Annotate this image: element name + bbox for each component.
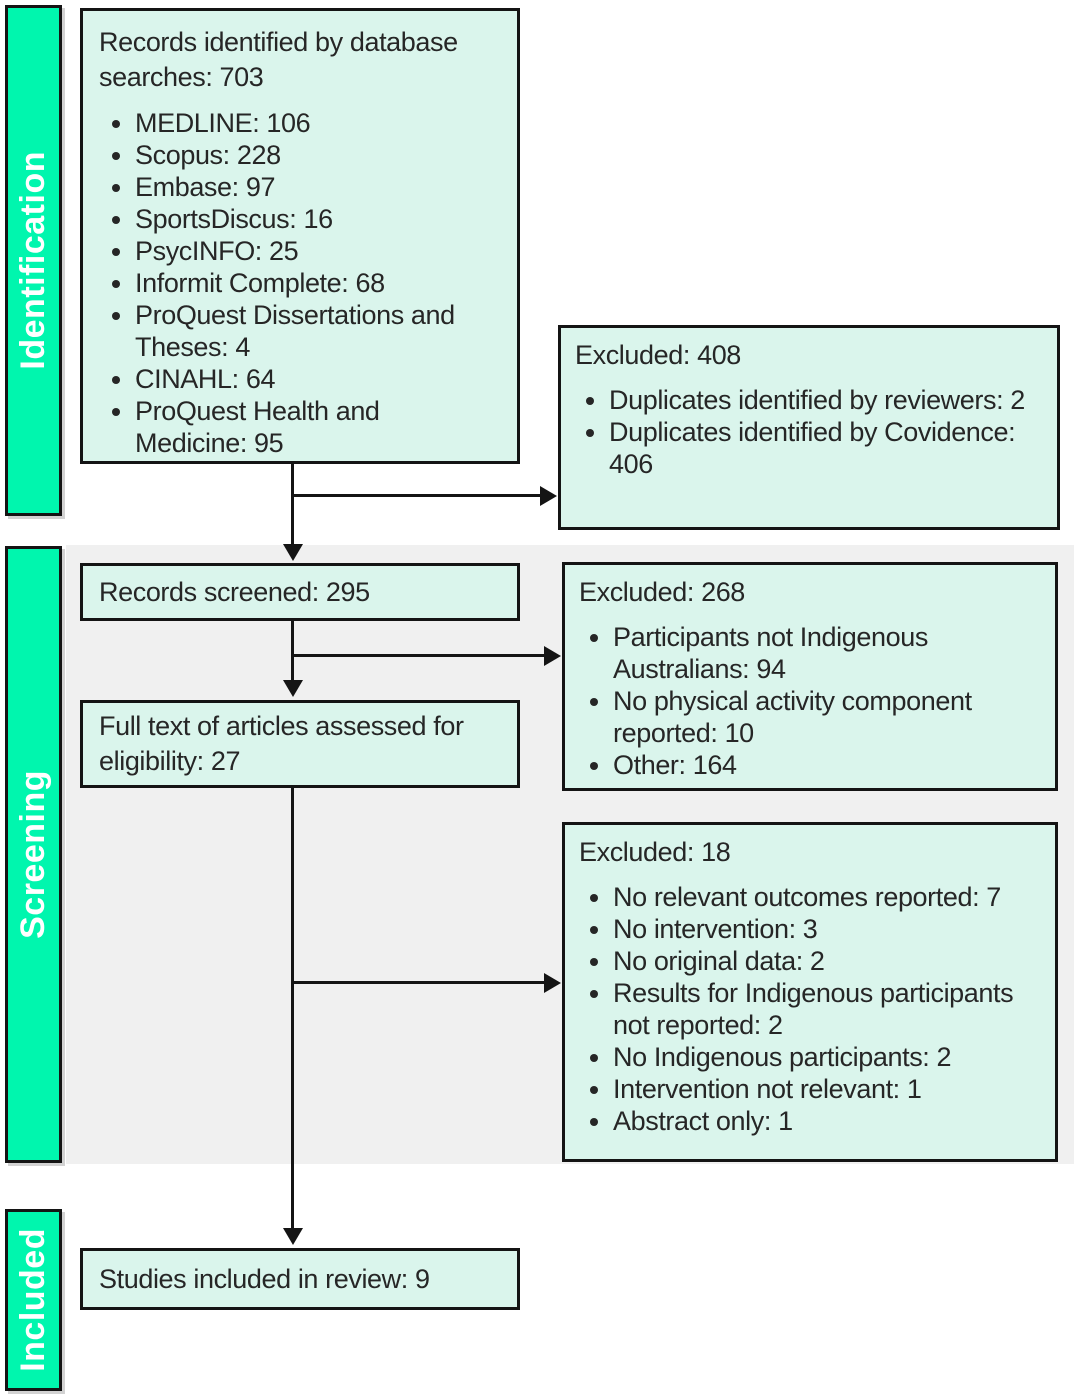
database-count-item: CINAHL: 64 — [135, 363, 469, 395]
database-count-item: PsycINFO: 25 — [135, 235, 469, 267]
exclusion-reason-item: Abstract only: 1 — [613, 1105, 1039, 1137]
exclusion-reason-item: No Indigenous participants: 2 — [613, 1041, 1039, 1073]
arrow-identified-to-screened-line — [291, 463, 294, 546]
exclusion-reason-item: Duplicates identified by Covidence: 406 — [609, 416, 1041, 480]
arrow-fulltext-to-included-head — [283, 1228, 303, 1245]
database-count-item: MEDLINE: 106 — [135, 107, 469, 139]
arrow-branch-to-screening-excluded-head — [544, 646, 561, 666]
box-title: Studies included in review: 9 — [99, 1264, 430, 1294]
stage-label-text: Screening — [14, 770, 52, 939]
database-count-list: MEDLINE: 106 Scopus: 228 Embase: 97 Spor… — [99, 107, 469, 459]
box-title: Records identified by database searches:… — [99, 27, 458, 92]
exclusion-reason-list: Duplicates identified by reviewers: 2 Du… — [575, 384, 1041, 480]
records-screened-box: Records screened: 295 — [80, 563, 520, 621]
exclusion-reason-item: Duplicates identified by reviewers: 2 — [609, 384, 1041, 416]
arrow-branch-to-screening-excluded-line — [292, 654, 545, 657]
arrow-branch-to-duplicates-excluded-head — [540, 486, 557, 506]
screening-excluded-box: Excluded: 268 Participants not Indigenou… — [562, 562, 1058, 791]
box-title: Excluded: 18 — [579, 837, 731, 867]
arrow-identified-to-screened-head — [283, 544, 303, 561]
database-count-item: Embase: 97 — [135, 171, 469, 203]
database-count-item: Scopus: 228 — [135, 139, 469, 171]
exclusion-reason-item: No relevant outcomes reported: 7 — [613, 881, 1039, 913]
arrow-branch-to-duplicates-excluded-line — [292, 494, 541, 497]
records-identified-box: Records identified by database searches:… — [80, 8, 520, 464]
arrow-branch-to-fulltext-excluded-line — [292, 981, 545, 984]
box-title: Full text of articles assessed for eligi… — [99, 711, 464, 776]
fulltext-excluded-box: Excluded: 18 No relevant outcomes report… — [562, 822, 1058, 1162]
exclusion-reason-list: No relevant outcomes reported: 7 No inte… — [579, 881, 1039, 1137]
database-count-item: ProQuest Health and Medicine: 95 — [135, 395, 469, 459]
stage-label-text: Included — [14, 1228, 52, 1372]
arrow-screened-to-fulltext-line — [291, 621, 294, 682]
exclusion-reason-item: Intervention not relevant: 1 — [613, 1073, 1039, 1105]
exclusion-reason-item: Results for Indigenous participants not … — [613, 977, 1039, 1041]
database-count-item: Informit Complete: 68 — [135, 267, 469, 299]
exclusion-reason-item: Other: 164 — [613, 749, 1039, 781]
box-title: Records screened: 295 — [99, 577, 370, 607]
database-count-item: ProQuest Dissertations and Theses: 4 — [135, 299, 469, 363]
arrow-screened-to-fulltext-head — [283, 680, 303, 697]
duplicates-excluded-box: Excluded: 408 Duplicates identified by r… — [558, 325, 1060, 530]
stage-label-text: Identification — [14, 151, 52, 370]
arrow-branch-to-fulltext-excluded-head — [544, 973, 561, 993]
exclusion-reason-item: No physical activity component reported:… — [613, 685, 1039, 749]
stage-label-included: Included — [5, 1209, 62, 1391]
box-title: Excluded: 408 — [575, 340, 741, 370]
stage-label-identification: Identification — [5, 5, 62, 516]
exclusion-reason-item: No intervention: 3 — [613, 913, 1039, 945]
box-title: Excluded: 268 — [579, 577, 745, 607]
fulltext-assessed-box: Full text of articles assessed for eligi… — [80, 700, 520, 788]
arrow-fulltext-to-included-line — [291, 788, 294, 1230]
database-count-item: SportsDiscus: 16 — [135, 203, 469, 235]
stage-label-screening: Screening — [5, 546, 62, 1163]
exclusion-reason-item: No original data: 2 — [613, 945, 1039, 977]
exclusion-reason-item: Participants not Indigenous Australians:… — [613, 621, 1039, 685]
exclusion-reason-list: Participants not Indigenous Australians:… — [579, 621, 1039, 781]
studies-included-box: Studies included in review: 9 — [80, 1248, 520, 1310]
